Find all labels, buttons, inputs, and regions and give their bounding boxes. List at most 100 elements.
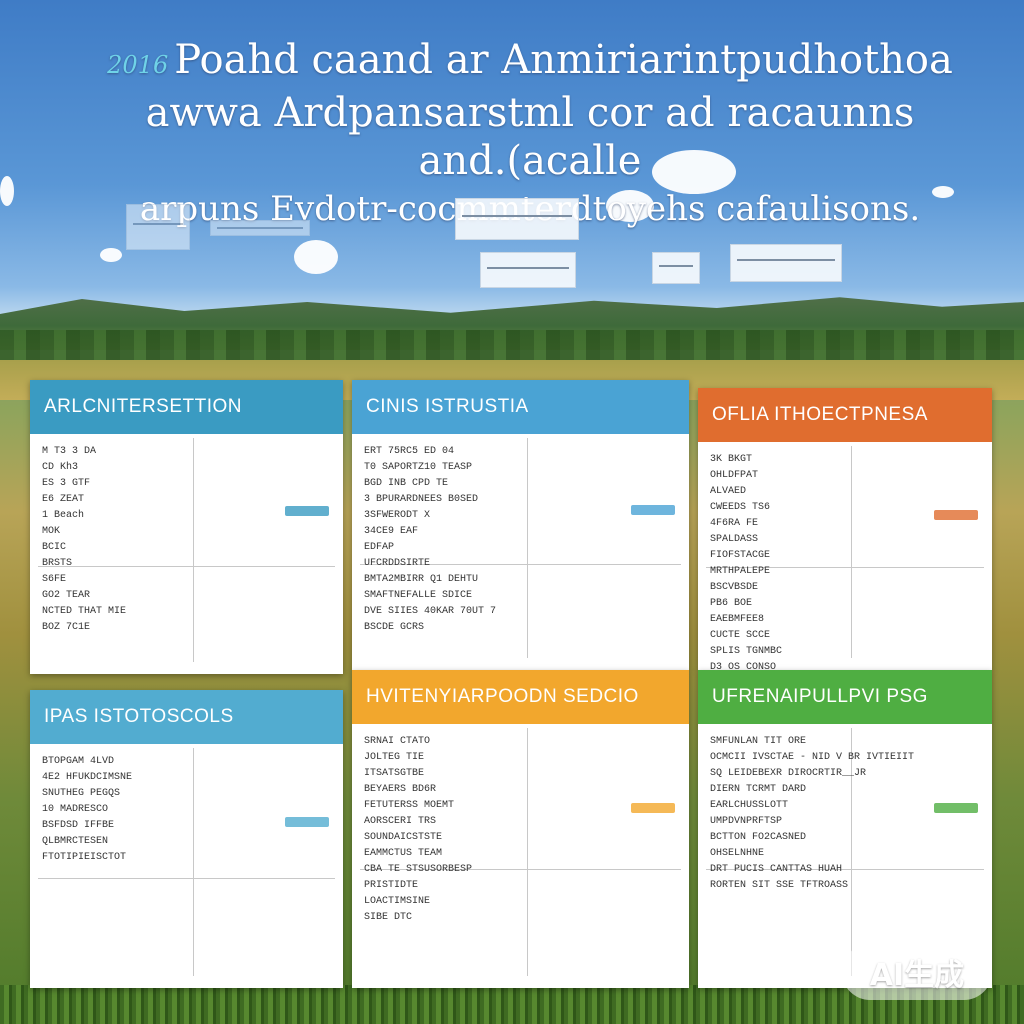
panel-text-line: CD Kh3: [42, 462, 79, 473]
panel-text-line: BRSTS: [42, 558, 73, 569]
panel-text-line: SOUNDAICSTSTE: [364, 832, 443, 843]
panel-text-line: BSFDSD IFFBE: [42, 820, 115, 831]
panel-text-line: 3SFWERODT X: [364, 510, 431, 521]
panel-text-line: FETUTERSS MOEMT: [364, 800, 455, 811]
headline-line-1: Poahd caand ar Anmiriarintpudhothoa: [174, 37, 953, 83]
panel-title: OFLIA ITHOECTPNESA: [698, 388, 992, 442]
panel-text-line: RORTEN SIT SSE TFTROASS: [710, 880, 849, 891]
panel-text-line: EAMMCTUS TEAM: [364, 848, 443, 859]
diagram-accent: [285, 817, 329, 827]
panel-text-line: BGD INB CPD TE: [364, 478, 449, 489]
panel-text-line: D3 OS CONSO: [710, 662, 777, 670]
panel-text-line: NCTED THAT MIE: [42, 606, 127, 617]
panel-text-line: ES 3 GTF: [42, 478, 91, 489]
panel-text-line: BEYAERS BD6R: [364, 784, 437, 795]
panel-text-line: 4E2 HFUKDCIMSNE: [42, 772, 133, 783]
cloud: [0, 176, 14, 206]
divider: [193, 748, 194, 976]
panel-text-line: UFCRDDSIRTE: [364, 558, 431, 569]
panel-text-line: S6FE: [42, 574, 67, 585]
panel-text-line: BCTTON FO2CASNED: [710, 832, 807, 843]
panel-text-line: PRISTIDTE: [364, 880, 419, 891]
panel-text-line: E6 ZEAT: [42, 494, 85, 505]
cloud: [932, 186, 954, 198]
panel-text-line: DIERN TCRMT DARD: [710, 784, 807, 795]
panel-text-line: BMTA2MBIRR Q1 DEHTU: [364, 574, 479, 585]
panel-text-line: DRT PUCIS CANTTAS HUAH: [710, 864, 843, 875]
divider: [527, 728, 528, 976]
diagram-accent: [934, 803, 978, 813]
panel-title: CINIS ISTRUSTIA: [352, 380, 689, 434]
panel-text-line: 3K BKGT: [710, 454, 753, 465]
panel-text-line: SNUTHEG PEGQS: [42, 788, 121, 799]
panel-body: ERT 75RC5 ED 04 T0 SAPORTZ10 TEASP BGD INB…: [352, 434, 689, 670]
ai-generated-badge: AI生成: [842, 944, 992, 1000]
panel-text-line: JOLTEG TIE: [364, 752, 425, 763]
panel-text-line: FTOTIPIEISCTOT: [42, 852, 127, 863]
panel-text-line: 3 BPURARDNEES B0SED: [364, 494, 479, 505]
panel-text-line: CBA TE STSUSORBESP: [364, 864, 473, 875]
panel-text-line: ERT 75RC5 ED 04: [364, 446, 455, 457]
panel-text-line: 10 MADRESCO: [42, 804, 109, 815]
panel-text-column: ERT 75RC5 ED 04 T0 SAPORTZ10 TEASP BGD INB…: [364, 444, 677, 636]
panel-text-line: SMFUNLAN TIT ORE: [710, 736, 807, 747]
panel-text-line: SPALDASS: [710, 534, 759, 545]
divider: [193, 438, 194, 662]
panel-text-line: SPLIS TGNMBC: [710, 646, 783, 657]
panel-text-line: AORSCERI TRS: [364, 816, 437, 827]
info-panel: HVITENYIARPOODN SEDCIO SRNAI CTATO JOLTEG …: [352, 670, 689, 988]
divider: [38, 878, 335, 879]
panel-text-line: GO2 TEAR: [42, 590, 91, 601]
panel-text-line: BSCDE GCRS: [364, 622, 425, 633]
panel-text-line: PB6 BOE: [710, 598, 753, 609]
panel-text-line: T0 SAPORTZ10 TEASP: [364, 462, 473, 473]
divider: [38, 566, 335, 567]
building-thumbnail: [730, 244, 842, 282]
panel-text-line: MRTHPALEPE: [710, 566, 771, 577]
headline-tag: 2016: [107, 51, 169, 79]
diagram-accent: [285, 506, 329, 516]
panel-text-line: EAEBMFEE8: [710, 614, 765, 625]
panel-text-line: BOZ 7C1E: [42, 622, 91, 633]
divider: [360, 564, 681, 565]
building-thumbnail: [455, 198, 579, 240]
panel-text-line: CWEEDS TS6: [710, 502, 771, 513]
diagram-accent: [631, 505, 675, 515]
diagram-accent: [934, 510, 978, 520]
panel-text-line: QLBMRCTESEN: [42, 836, 109, 847]
panel-text-line: EARLCHUSSLOTT: [710, 800, 789, 811]
panel-text-line: BCIC: [42, 542, 67, 553]
panel-text-line: OHLDFPAT: [710, 470, 759, 481]
divider: [360, 869, 681, 870]
panel-title: HVITENYIARPOODN SEDCIO: [352, 670, 689, 724]
panel-text-column: BTOPGAM 4LVD 4E2 HFUKDCIMSNE SNUTHEG PEGQS…: [42, 754, 331, 866]
panel-text-line: FIOFSTACGE: [710, 550, 771, 561]
cloud: [294, 240, 338, 274]
divider: [527, 438, 528, 658]
cloud: [100, 248, 122, 262]
panel-text-line: BTOPGAM 4LVD: [42, 756, 115, 767]
building-thumbnail: [480, 252, 576, 288]
panel-text-line: ALVAED: [710, 486, 747, 497]
building-thumbnail: [126, 204, 190, 250]
panel-title: UFRENAIPULLPVI PSG: [698, 670, 992, 724]
panel-text-line: BSCVBSDE: [710, 582, 759, 593]
building-thumbnail: [652, 252, 700, 284]
panel-text-line: CUCTE SCCE: [710, 630, 771, 641]
panel-text-line: 4F6RA FE: [710, 518, 759, 529]
cloud: [652, 150, 736, 194]
headline-line-2: awwa Ardpansarstml cor ad racaunns and.(…: [145, 90, 915, 184]
info-panel: CINIS ISTRUSTIA ERT 75RC5 ED 04 T0 SAPORTZ…: [352, 380, 689, 670]
panel-text-column: 3K BKGT OHLDFPAT ALVAED CWEEDS TS6 4F6RA FE S…: [710, 452, 980, 670]
panel-text-line: SRNAI CTATO: [364, 736, 431, 747]
panel-text-line: DVE SIIES 40KAR 70UT 7: [364, 606, 497, 617]
cloud: [606, 190, 654, 222]
treeline: [0, 330, 1024, 360]
panel-text-line: LOACTIMSINE: [364, 896, 431, 907]
